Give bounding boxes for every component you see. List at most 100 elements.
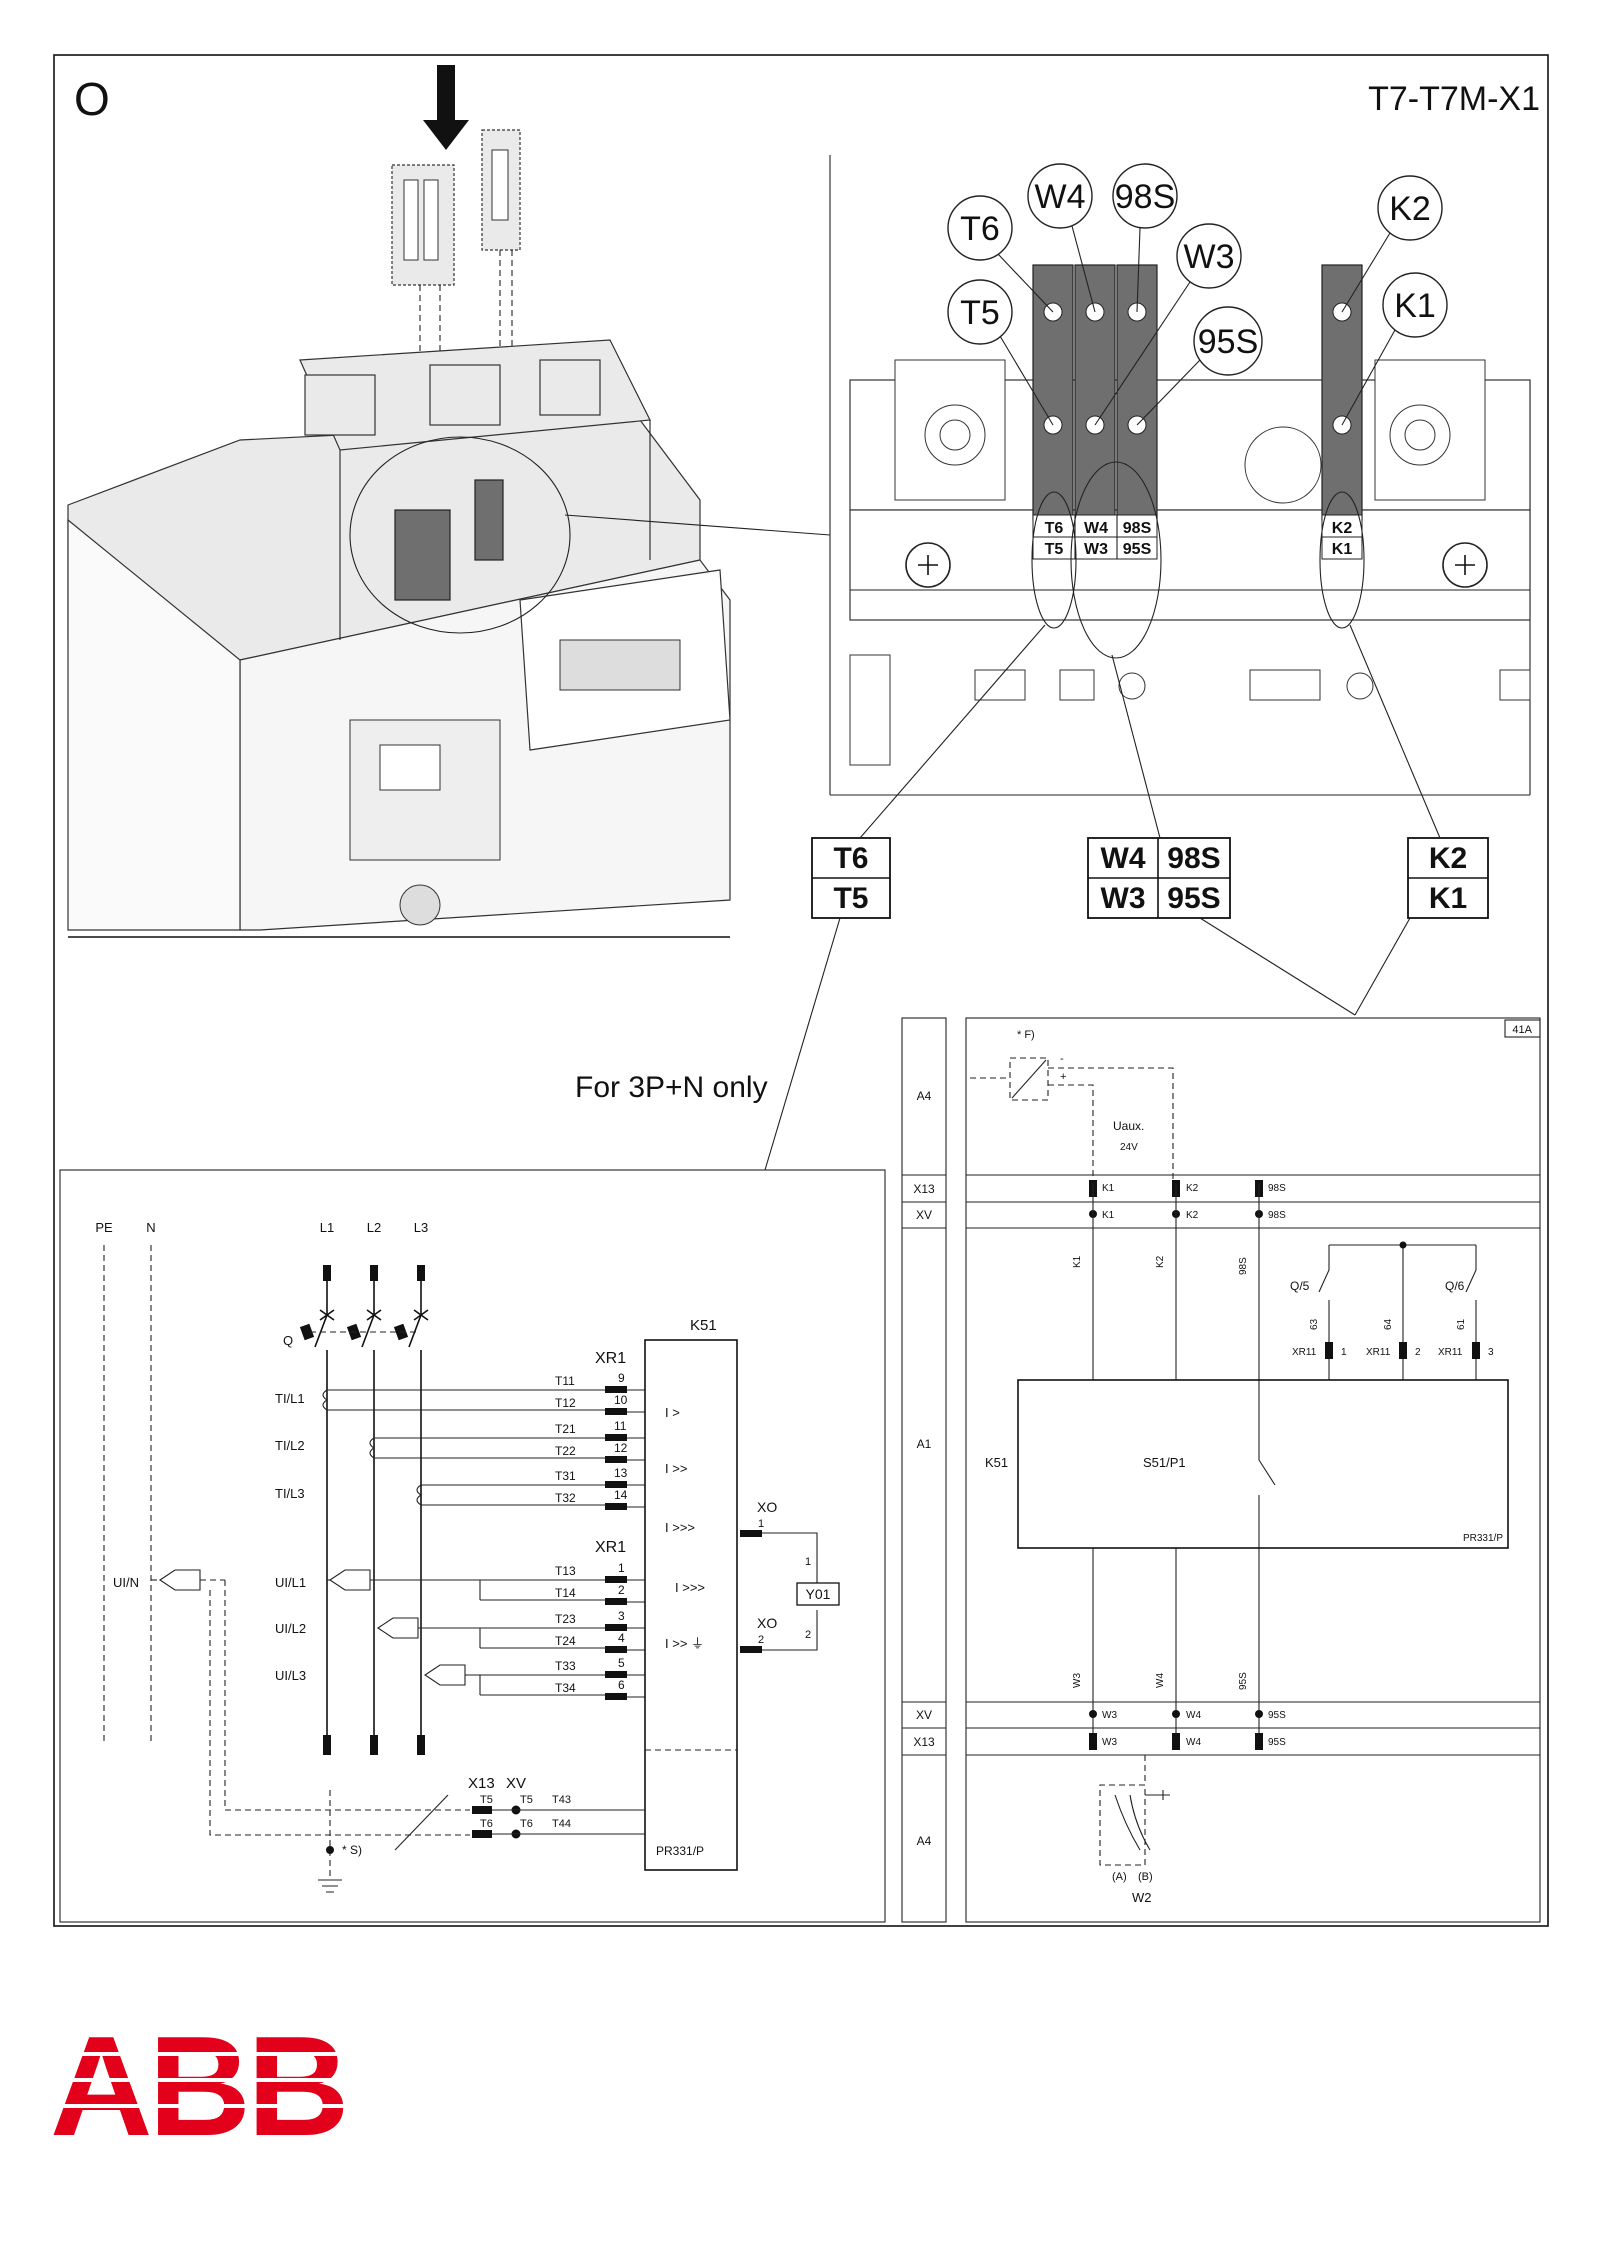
pin-13: 13 <box>614 1466 628 1480</box>
row-a4-bottom: A4 <box>917 1834 932 1848</box>
block-label-t6: T6 <box>1045 520 1064 537</box>
wire-t23: T23 <box>555 1612 576 1626</box>
callout-98s: 98S <box>1115 178 1176 216</box>
bus-label-b: (B) <box>1138 1871 1153 1883</box>
xr11-pin-1: 1 <box>1341 1347 1347 1358</box>
block-label-98s: 98S <box>1123 520 1152 537</box>
callout-k1: K1 <box>1394 287 1436 325</box>
callout-t6: T6 <box>960 210 1000 248</box>
breaker-q-label: Q <box>283 1333 293 1348</box>
wire-t31: T31 <box>555 1469 576 1483</box>
pin-4: 4 <box>618 1631 625 1645</box>
pin-2: 2 <box>618 1583 625 1597</box>
xr11-pin-2: 2 <box>1415 1347 1421 1358</box>
insert-arrow-icon <box>423 65 469 150</box>
voltage-ui-l3: UI/L3 <box>275 1668 306 1683</box>
bottom-term-t6-a: T6 <box>480 1818 493 1830</box>
trip-coil-y01: Y01 <box>806 1586 831 1602</box>
callout-w4: W4 <box>1035 178 1086 216</box>
sensor-ti-l1: TI/L1 <box>275 1391 305 1406</box>
supply-plus: + <box>1060 1071 1066 1083</box>
row-a1: A1 <box>917 1437 932 1451</box>
sensor-ti-l3: TI/L3 <box>275 1486 305 1501</box>
current-voltage-schematic: PE N L1 L2 L3 Q TI/L1 TI/L2 TI/L3 UI/N U… <box>59 1169 886 1923</box>
callout-w3: W3 <box>1184 238 1235 276</box>
xr11-label-1: XR11 <box>1292 1347 1317 1358</box>
relay-model-left: PR331/P <box>656 1844 704 1858</box>
sheet-code: O <box>74 73 110 125</box>
bus-cable-w2: W2 <box>1132 1890 1152 1905</box>
wire-t34: T34 <box>555 1681 576 1695</box>
row-x13-bottom: X13 <box>913 1735 935 1749</box>
bottom-wire-t43: T43 <box>552 1794 571 1806</box>
conductor-pe: PE <box>95 1220 113 1235</box>
terminal-block-icon <box>391 129 521 286</box>
wire-k1-vertical: K1 <box>1072 1255 1083 1268</box>
bottom-xv-label: XV <box>506 1775 526 1792</box>
wire-k2-vertical: K2 <box>1155 1255 1166 1268</box>
box-label-w3: W3 <box>1101 882 1146 915</box>
wire-w4-vertical: W4 <box>1155 1673 1166 1688</box>
note-3p-n: For 3P+N only <box>575 1071 768 1104</box>
sheet-frame <box>53 54 1549 1927</box>
xv-top-98s: 98S <box>1268 1210 1286 1221</box>
supply-voltage: 24V <box>1120 1142 1138 1153</box>
pin-12: 12 <box>614 1441 628 1455</box>
xo-pin-2: 2 <box>758 1634 764 1646</box>
wire-t12: T12 <box>555 1396 576 1410</box>
wire-t22: T22 <box>555 1444 576 1458</box>
box-label-k1: K1 <box>1429 882 1467 915</box>
sheet-ref: 41A <box>1512 1024 1532 1036</box>
row-x13-top: X13 <box>913 1182 935 1196</box>
conductor-l2: L2 <box>367 1220 381 1235</box>
bottom-wire-t44: T44 <box>552 1818 571 1830</box>
block-label-k2: K2 <box>1332 520 1353 537</box>
xr11-pin-3: 3 <box>1488 1347 1494 1358</box>
xo-upper-label: XO <box>757 1499 777 1515</box>
aux-wire-64: 64 <box>1383 1318 1394 1330</box>
relay-k51-right: K51 <box>985 1455 1008 1470</box>
pin-3: 3 <box>618 1609 625 1623</box>
row-xv-top: XV <box>916 1208 932 1222</box>
box-label-98s: 98S <box>1167 842 1220 875</box>
pin-1: 1 <box>618 1561 625 1575</box>
xv-bottom-w3: W3 <box>1102 1710 1117 1721</box>
xr1-upper-label: XR1 <box>595 1350 626 1367</box>
wire-t21: T21 <box>555 1422 576 1436</box>
sensor-ti-l2: TI/L2 <box>275 1438 305 1453</box>
voltage-ui-l2: UI/L2 <box>275 1621 306 1636</box>
abb-logo-text: ABB <box>50 2007 346 2166</box>
conductor-l3: L3 <box>414 1220 428 1235</box>
pin-10: 10 <box>614 1393 628 1407</box>
pin-11: 11 <box>614 1419 627 1433</box>
coil-pin-2: 2 <box>805 1629 811 1641</box>
relay-model-right: PR331/P <box>1463 1533 1503 1544</box>
block-label-t5: T5 <box>1045 541 1064 558</box>
supply-label: Uaux. <box>1113 1119 1144 1133</box>
xr11-label-2: XR11 <box>1366 1347 1391 1358</box>
box-label-t6: T6 <box>833 842 868 875</box>
wire-t14: T14 <box>555 1586 576 1600</box>
wire-t24: T24 <box>555 1634 576 1648</box>
pin-5: 5 <box>618 1656 625 1670</box>
aux-wire-61: 61 <box>1456 1318 1467 1330</box>
wire-t11: T11 <box>555 1374 575 1388</box>
row-xv-bottom: XV <box>916 1708 932 1722</box>
xr1-lower-label: XR1 <box>595 1539 626 1556</box>
xo-pin-1: 1 <box>758 1518 764 1530</box>
sheet-title: T7-T7M-X1 <box>1368 80 1540 118</box>
relay-k51-label: K51 <box>690 1317 717 1334</box>
contact-s51: S51/P1 <box>1143 1455 1186 1470</box>
bottom-term-t5-a: T5 <box>480 1794 493 1806</box>
xv-bottom-w4: W4 <box>1186 1710 1201 1721</box>
block-label-k1: K1 <box>1332 541 1353 558</box>
xo-lower-label: XO <box>757 1615 777 1631</box>
function-4: I >>> <box>675 1580 705 1595</box>
pin-14: 14 <box>614 1488 628 1502</box>
box-label-w4: W4 <box>1101 842 1146 875</box>
function-3: I >>> <box>665 1520 695 1535</box>
box-label-k2: K2 <box>1429 842 1467 875</box>
wire-w3-vertical: W3 <box>1072 1673 1083 1688</box>
x13-bottom-w4: W4 <box>1186 1737 1201 1748</box>
